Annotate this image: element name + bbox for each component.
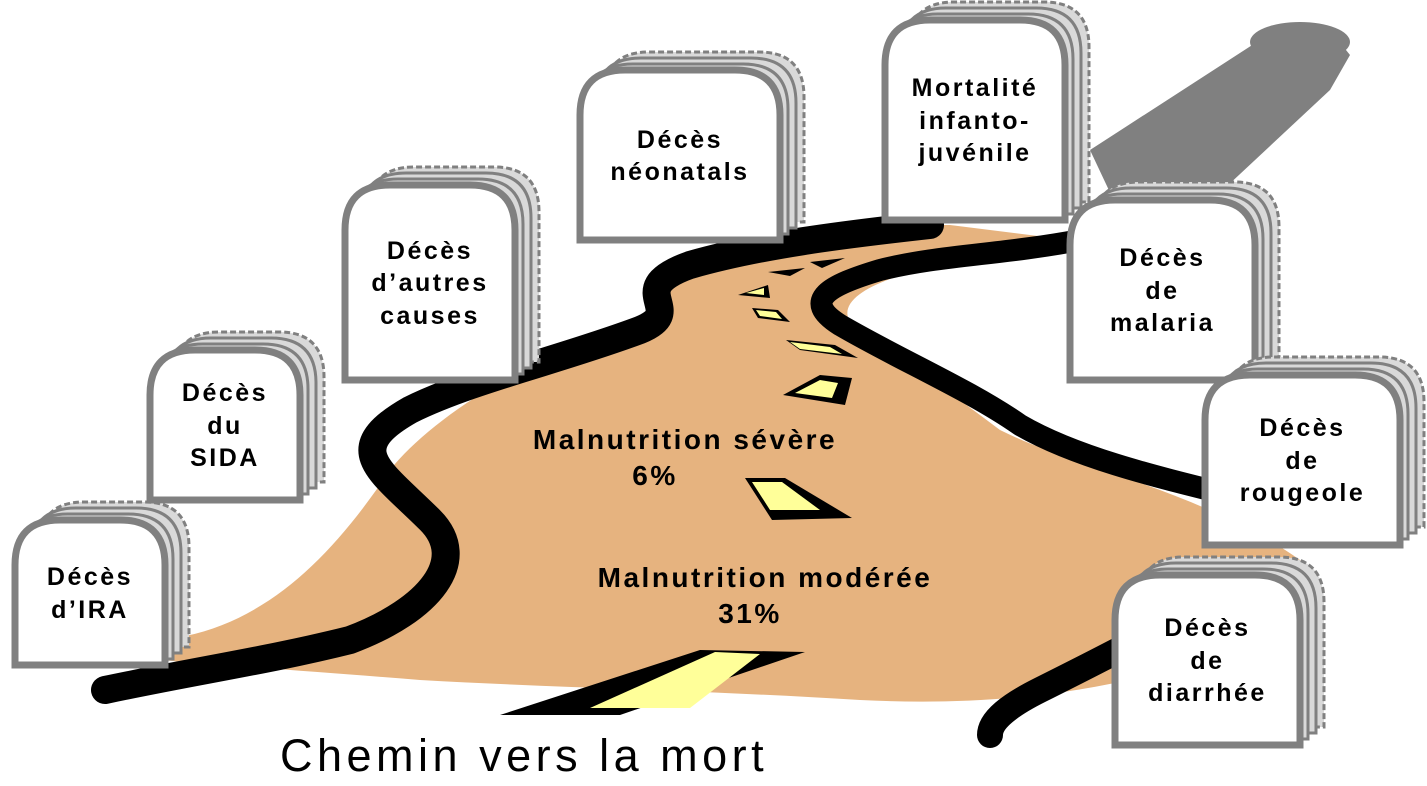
tombstone-face <box>11 516 169 669</box>
tombstone-diarrhee <box>1111 555 1326 749</box>
tombstone-face <box>1201 371 1404 549</box>
tombstone-malaria <box>1066 180 1281 384</box>
tombstone-rougeole <box>1201 355 1426 549</box>
page-title: Chemin vers la mort <box>280 730 769 781</box>
severe-malnutrition-value: 6% <box>632 460 678 492</box>
tombstone-face <box>1066 196 1259 384</box>
tombstone-neonatals <box>576 50 806 244</box>
tombstone-label-autres: Décès d’autres causes <box>371 236 489 330</box>
tombstone-sida <box>146 330 326 504</box>
moderate-malnutrition-value: 31% <box>718 598 782 630</box>
tombstone-face <box>1111 571 1304 749</box>
tombstone-ira <box>11 500 191 669</box>
tombstone-face <box>341 181 519 384</box>
tombstone-label-ira: Décès d’IRA <box>46 563 134 624</box>
tombstone-label-mortalite: Mortalité infanto- juvénile <box>911 74 1039 168</box>
road-edge-left <box>91 211 944 704</box>
road-edge-right <box>810 229 1261 511</box>
tombstone-label-rougeole: Décès de rougeole <box>1239 414 1366 508</box>
tombstone-face <box>881 16 1069 224</box>
tombstone-mortalite <box>881 0 1091 224</box>
moderate-malnutrition-text: Malnutrition modérée <box>597 562 933 593</box>
tombstone-label-malaria: Décès de malaria <box>1109 244 1216 338</box>
tombstone-autres <box>341 165 541 384</box>
tombstone-face <box>146 346 304 504</box>
moderate-malnutrition-label: Malnutrition modérée 31% <box>525 560 1005 633</box>
tombstone-label-sida: Décès du SIDA <box>181 379 269 473</box>
severe-malnutrition-label: Malnutrition sévère 6% <box>455 422 915 495</box>
tombstone-face <box>576 66 784 244</box>
tombstone-label-neonatals: Décès néonatals <box>610 125 750 187</box>
severe-malnutrition-text: Malnutrition sévère <box>532 424 838 455</box>
shadow-cloud <box>1250 22 1350 62</box>
lane-markers <box>500 258 858 715</box>
tombstone-label-diarrhee: Décès de diarrhée <box>1148 614 1267 708</box>
